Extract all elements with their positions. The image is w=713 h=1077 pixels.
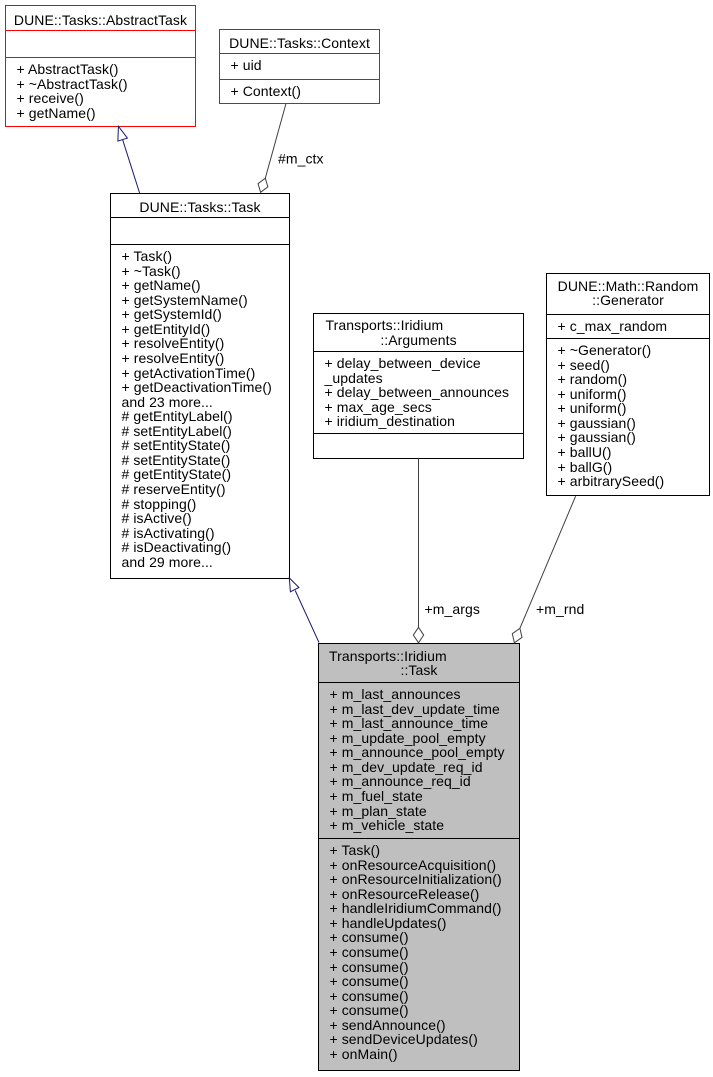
svg-text:+m_rnd: +m_rnd	[536, 601, 584, 617]
svg-text:#m_ctx: #m_ctx	[278, 150, 324, 166]
svg-text:+m_args: +m_args	[425, 601, 480, 617]
